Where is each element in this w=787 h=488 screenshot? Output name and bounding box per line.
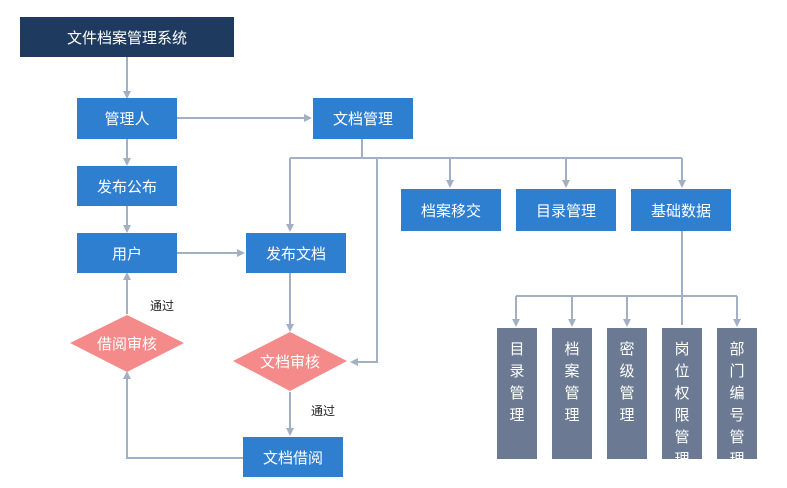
base-data-node: 基础数据 (631, 189, 731, 231)
base-data-child-5: 部门编号管理 (717, 328, 757, 468)
manager-node: 管理人 (77, 98, 177, 139)
edge-borrow-borrowreview (123, 371, 243, 459)
title-node: 文件档案管理系统 (20, 17, 234, 57)
borrow-pass-label: 通过 (150, 299, 175, 313)
archive-transfer-node: 档案移交 (401, 189, 501, 231)
doc-management-node: 文档管理 (313, 98, 413, 139)
base-data-child-4: 岗位权限管理 (662, 328, 702, 468)
publish-doc-node: 发布文档 (246, 233, 346, 273)
review-pass-label: 通过 (311, 404, 336, 418)
doc-review-label: 文档审核 (259, 352, 320, 371)
doc-review-diamond (233, 332, 347, 391)
base-data-child-3: 密级管理 (607, 328, 647, 459)
borrow-review-diamond (70, 315, 184, 372)
edge-docmgmt-review (350, 158, 378, 366)
user-node: 用户 (77, 233, 177, 273)
base-data-child-1: 目录管理 (497, 328, 537, 459)
doc-borrow-node: 文档借阅 (243, 437, 343, 477)
borrow-review-label: 借阅审核 (96, 334, 157, 353)
publish-notice-node: 发布公布 (77, 166, 177, 206)
base-data-child-2: 档案管理 (552, 328, 592, 459)
catalog-management-node: 目录管理 (516, 189, 616, 231)
